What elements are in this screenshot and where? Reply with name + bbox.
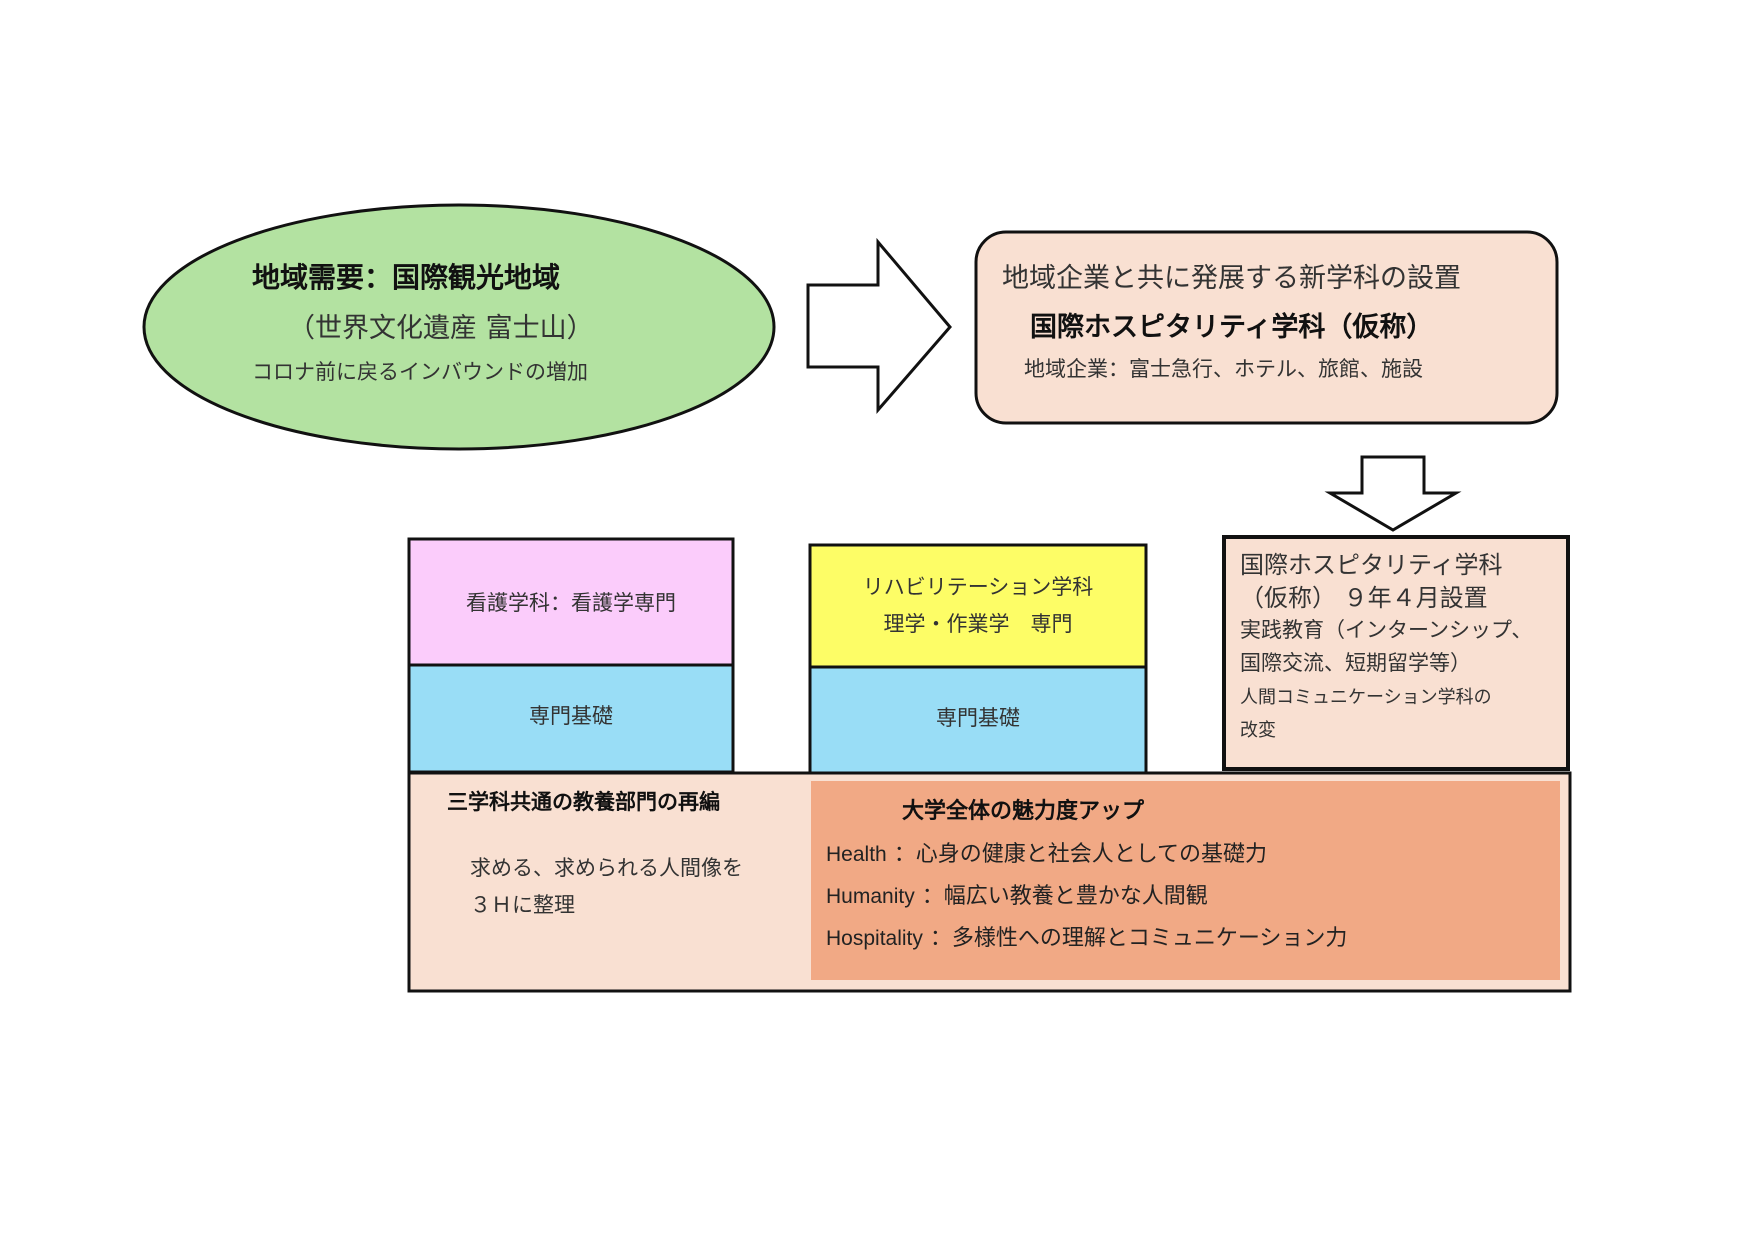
nursing-box <box>407 537 735 667</box>
new-dept-heading: 地域企業と共に発展する新学科の設置 <box>1002 263 1461 294</box>
hospitality-line6: 改変 <box>1240 720 1276 741</box>
right-arrow <box>806 237 952 415</box>
demand-title: 地域需要：国際観光地域 <box>252 261 561 294</box>
rehab-line1: リハビリテーション学科 <box>862 575 1094 599</box>
rehab-foundation-box <box>808 665 1148 775</box>
new-dept-box <box>974 230 1559 425</box>
demand-ellipse <box>142 203 776 451</box>
demand-note: コロナ前に戻るインバウンドの増加 <box>252 360 588 384</box>
appeal-box <box>811 781 1560 980</box>
rehab-foundation-wrap: 専門基礎 <box>810 667 1146 767</box>
demand-subtitle: （世界文化遺産 富士山） <box>288 313 594 344</box>
appeal-title: 大学全体の魅力度アップ <box>902 799 1145 824</box>
appeal-item-key: Hospitality <box>826 927 923 950</box>
appeal-item-key: Health <box>826 843 887 866</box>
hospitality-box <box>1222 535 1570 771</box>
hospitality-line3: 実践教育（インターンシップ、 <box>1240 618 1533 642</box>
hospitality-line4: 国際交流、短期留学等） <box>1240 651 1471 675</box>
rehab-foundation-label: 専門基礎 <box>936 706 1020 730</box>
hospitality-line1: 国際ホスピタリティ学科 <box>1240 551 1503 579</box>
appeal-item-health: Health ：心身の健康と社会人としての基礎力 <box>826 836 1267 868</box>
liberal-arts-text2: ３Ｈに整理 <box>470 893 575 917</box>
appeal-item-desc: ：幅広い教養と豊かな人間観 <box>921 884 1208 909</box>
nursing-label: 看護学科：看護学専門 <box>466 591 676 615</box>
nursing-label-wrap: 看護学科：看護学専門 <box>409 539 733 665</box>
appeal-item-desc: ：心身の健康と社会人としての基礎力 <box>893 842 1268 867</box>
new-dept-name: 国際ホスピタリティ学科（仮称） <box>1030 312 1434 343</box>
appeal-item-hospitality: Hospitality ：多様性への理解とコミュニケーション力 <box>826 920 1347 952</box>
nursing-foundation-wrap: 専門基礎 <box>409 665 733 765</box>
hospitality-line2: （仮称） ９年４月設置 <box>1240 584 1488 612</box>
appeal-item-humanity: Humanity ：幅広い教養と豊かな人間観 <box>826 878 1208 910</box>
hospitality-line5: 人間コミュニケーション学科の <box>1240 687 1492 708</box>
liberal-arts-title: 三学科共通の教養部門の再編 <box>447 790 720 814</box>
rehab-label-wrap: リハビリテーション学科 理学・作業学 専門 <box>810 563 1146 649</box>
down-arrow <box>1324 455 1462 532</box>
nursing-foundation-label: 専門基礎 <box>529 704 613 728</box>
nursing-foundation-box <box>407 663 735 774</box>
appeal-item-key: Humanity <box>826 885 915 908</box>
appeal-item-desc: ：多様性への理解とコミュニケーション力 <box>929 926 1348 951</box>
liberal-arts-text1: 求める、求められる人間像を <box>470 856 743 880</box>
new-dept-companies: 地域企業：富士急行、ホテル、旅館、施設 <box>1024 357 1423 381</box>
rehab-line2: 理学・作業学 専門 <box>883 612 1073 636</box>
